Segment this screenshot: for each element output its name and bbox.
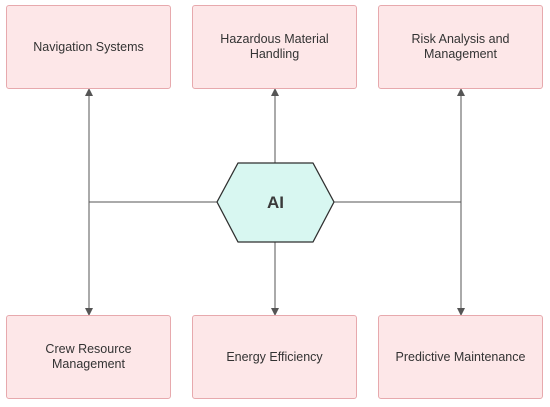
hub-hexagon bbox=[216, 162, 335, 243]
node-label: Risk Analysis and Management bbox=[411, 32, 510, 61]
node-label: Energy Efficiency bbox=[226, 349, 323, 364]
node-hazardous-material-handling: Hazardous Material Handling bbox=[192, 5, 357, 89]
node-risk-analysis: Risk Analysis and Management bbox=[378, 5, 543, 89]
hub-node: AI bbox=[217, 163, 334, 242]
node-label: Predictive Maintenance bbox=[395, 349, 526, 364]
hub-label: AI bbox=[267, 192, 284, 212]
node-navigation-systems: Navigation Systems bbox=[6, 5, 171, 89]
node-label: Navigation Systems bbox=[33, 39, 144, 54]
node-predictive-maintenance: Predictive Maintenance bbox=[378, 315, 543, 399]
node-energy-efficiency: Energy Efficiency bbox=[192, 315, 357, 399]
node-label: Hazardous Material Handling bbox=[220, 32, 329, 61]
node-crew-resource-management: Crew Resource Management bbox=[6, 315, 171, 399]
node-label: Crew Resource Management bbox=[45, 342, 132, 371]
